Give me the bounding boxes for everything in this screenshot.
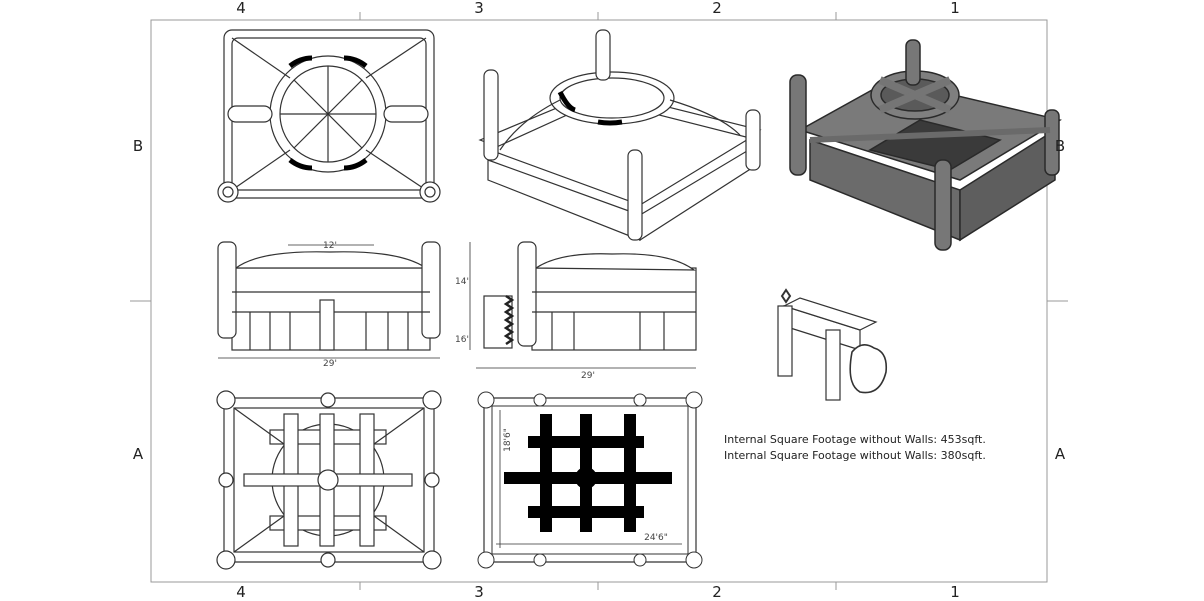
column-label-1-top: 1 [950,0,960,17]
side-elevation-view [469,241,697,369]
column-label-4-top: 4 [236,0,246,17]
top-plan-view [217,29,441,203]
note-square-footage-1: Internal Square Footage without Walls: 4… [724,433,986,446]
grid-ticks [130,12,1068,590]
floor-plan-view [477,391,703,569]
column-label-4-bottom: 4 [236,583,246,601]
slide-detail-view [777,288,888,401]
column-label-1-bottom: 1 [950,583,960,601]
dim-front-total-width: 29' [323,359,337,369]
column-label-2-bottom: 2 [712,583,722,601]
dim-side-total-width: 29' [581,371,595,381]
dim-side-lower-height: 16' [455,335,469,345]
column-label-3-bottom: 3 [474,583,484,601]
dim-side-height: 14' [455,277,469,287]
front-elevation-view [217,241,441,359]
row-label-a-left: A [132,445,144,463]
bottom-plan-view [216,390,442,570]
dim-front-top-width: 12' [323,241,337,251]
isometric-render-view [789,39,1062,251]
isometric-line-view [478,29,762,242]
dim-floor-width: 24'6" [644,533,668,543]
row-label-b-right: B [1054,137,1066,155]
row-label-a-right: A [1054,445,1066,463]
column-label-2-top: 2 [712,0,722,17]
note-square-footage-2: Internal Square Footage without Walls: 3… [724,449,986,462]
dim-floor-depth: 18'6" [503,428,513,452]
row-label-b-left: B [132,137,144,155]
column-label-3-top: 3 [474,0,484,17]
